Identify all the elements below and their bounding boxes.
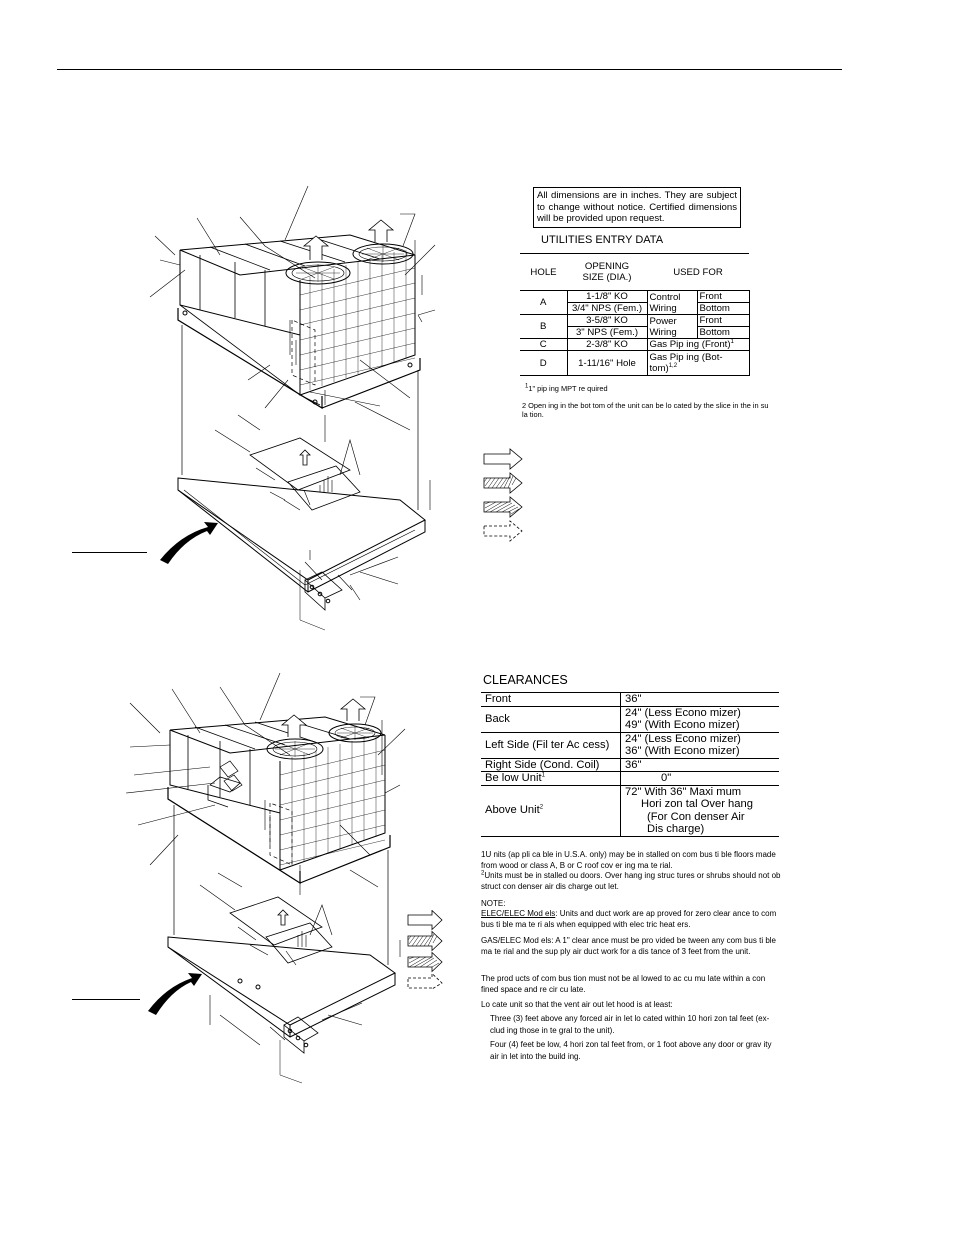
note-products: The prod ucts of com bus tion must not b… <box>481 974 766 994</box>
clearance-value: 36" <box>620 757 779 772</box>
size-a1: 1-1/8" KO <box>566 290 648 303</box>
note-gas: GAS/ELEC Mod els: A 1" clear ance must b… <box>481 936 776 956</box>
clearance-label: Be low Unit1 <box>481 771 621 786</box>
note-label: NOTE: <box>481 899 506 908</box>
clearances-footnote-1: 1U nits (ap pli ca ble in U.S.A. only) m… <box>481 850 776 870</box>
table-row: Be low Unit1 0" <box>481 771 779 786</box>
clearance-value: 24" (Less Econo mizer)49" (With Econo mi… <box>620 705 779 733</box>
top-figure-callout-line <box>72 552 147 553</box>
note-three-feet: Three (3) feet above any forced air in l… <box>490 1014 770 1035</box>
clearances-title: CLEARANCES <box>483 673 568 687</box>
table-row: Left Side (Fil ter Ac cess) 24" (Less Ec… <box>481 731 779 759</box>
clearance-label: Above Unit2 <box>481 784 621 837</box>
header-rule <box>57 69 842 70</box>
hole-c: C <box>520 338 567 351</box>
size-a2: 3/4" NPS (Fem.) <box>566 302 648 315</box>
hole-d: D <box>520 350 567 376</box>
utilities-title: UTILITIES ENTRY DATA <box>541 234 664 246</box>
clearance-label: Back <box>481 705 621 733</box>
bottom-figure-callout-line <box>72 999 140 1000</box>
header-hole: HOLE <box>520 253 567 291</box>
note-elec: ELEC/ELEC Mod els: Units and duct work a… <box>481 909 777 929</box>
clearance-value: 0" <box>620 771 779 786</box>
airflow-legend-arrows-top <box>483 448 523 542</box>
bottom-unit-drawing <box>125 672 406 1084</box>
loc-b1: Front <box>696 314 750 327</box>
use-d: Gas Pip ing (Bot-tom)1,2 <box>646 350 750 376</box>
table-row: A 1-1/8" KO Control Wiring Front <box>520 290 750 315</box>
clearance-value: 72" With 36" Maxi mum Hori zon tal Over … <box>620 784 779 837</box>
table-row: Front 36" <box>481 692 779 707</box>
loc-a2: Bottom <box>696 302 750 315</box>
table-row: Back 24" (Less Econo mizer)49" (With Eco… <box>481 705 779 733</box>
hole-b: B <box>520 314 567 339</box>
size-d: 1-11/16" Hole <box>566 350 648 376</box>
table-row: B 3-5/8" KO Power Wiring Front <box>520 314 750 339</box>
use-a: Control Wiring <box>646 290 698 315</box>
top-unit-drawing <box>149 185 436 631</box>
use-b: Power Wiring <box>646 314 698 339</box>
table-row: D 1-11/16" Hole Gas Pip ing (Bot-tom)1,2 <box>520 350 750 376</box>
clearance-label: Front <box>481 692 621 707</box>
clearance-value: 24" (Less Econo mizer)36" (With Econo mi… <box>620 731 779 759</box>
utilities-table: HOLE OPENING SIZE (DIA.) USED FOR A 1-1/… <box>520 253 750 376</box>
loc-a1: Front <box>696 290 750 303</box>
clearance-value: 36" <box>620 692 779 707</box>
dimensions-note: All dimensions are in inches. They are s… <box>533 187 741 228</box>
clearances-table: Front 36" Back 24" (Less Econo mizer)49"… <box>481 692 779 837</box>
table-row: Above Unit2 72" With 36" Maxi mum Hori z… <box>481 784 779 837</box>
utilities-footnote-2: 2 Open ing in the bot tom of the unit ca… <box>522 401 769 419</box>
size-b2: 3" NPS (Fem.) <box>566 326 648 339</box>
table-row: Right Side (Cond. Coil) 36" <box>481 757 779 772</box>
utilities-footnote-1: 11" pip ing MPT re quired <box>525 383 608 393</box>
hole-a: A <box>520 290 567 315</box>
note-locate: Lo cate unit so that the vent air out le… <box>481 1000 673 1009</box>
note-four-feet: Four (4) feet be low, 4 hori zon tal fee… <box>490 1040 772 1061</box>
loc-b2: Bottom <box>696 326 750 339</box>
table-row: C 2-3/8" KO Gas Pip ing (Front)1 <box>520 338 750 351</box>
size-b1: 3-5/8" KO <box>566 314 648 327</box>
utilities-header-row: HOLE OPENING SIZE (DIA.) USED FOR <box>520 253 749 291</box>
airflow-legend-arrows-bottom <box>407 910 443 990</box>
clearances-footnote-2: 2Units must be in stalled ou doors. Over… <box>481 870 781 891</box>
use-c: Gas Pip ing (Front)1 <box>646 338 750 351</box>
header-used-for: USED FOR <box>647 253 749 291</box>
clearance-label: Right Side (Cond. Coil) <box>481 757 621 772</box>
clearance-label: Left Side (Fil ter Ac cess) <box>481 731 621 759</box>
size-c: 2-3/8" KO <box>566 338 648 351</box>
header-opening: OPENING SIZE (DIA.) <box>567 253 647 291</box>
